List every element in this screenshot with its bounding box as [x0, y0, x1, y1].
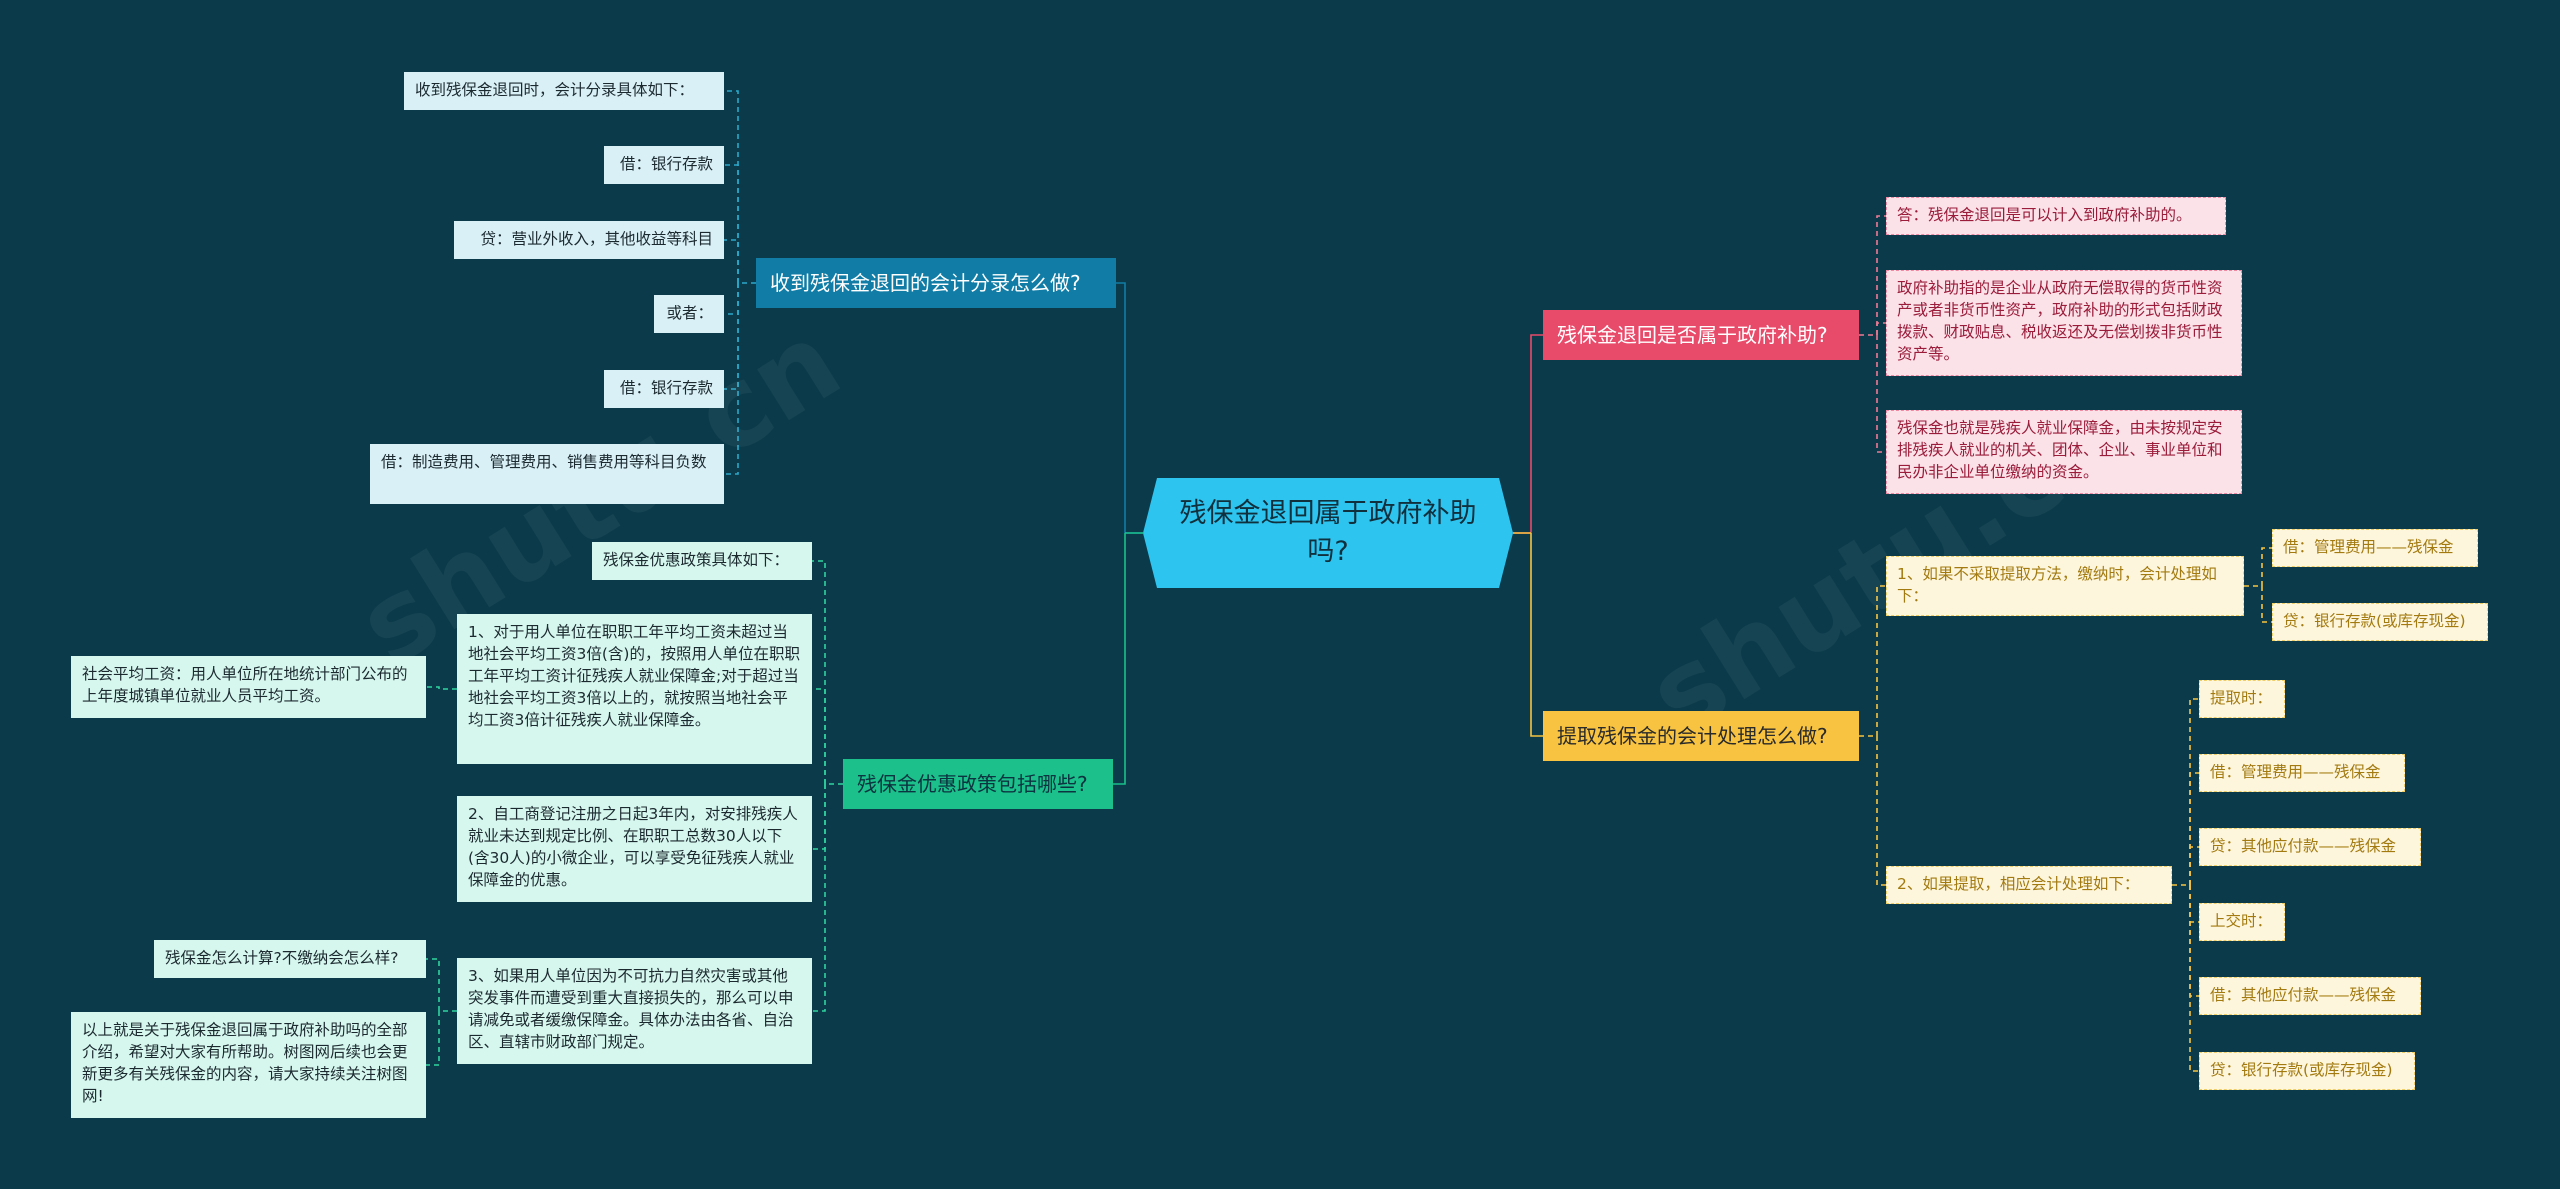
leaf-credit-income[interactable]: 贷：营业外收入，其他收益等科目 [454, 221, 724, 259]
leaf-m1-debit[interactable]: 借：管理费用——残保金 [2272, 529, 2478, 567]
leaf-policy-2[interactable]: 2、自工商登记注册之日起3年内，对安排残疾人就业未达到规定比例、在职职工总数30… [457, 796, 812, 902]
branch-accounting-entry[interactable]: 收到残保金退回的会计分录怎么做? [756, 258, 1116, 308]
policy3-links [426, 1011, 440, 1066]
root-link-left-2 [1113, 533, 1126, 785]
leaf-m2-credit-bank[interactable]: 贷：银行存款(或库存现金) [2199, 1052, 2415, 1090]
leaf-m2-accrue-when[interactable]: 提取时： [2199, 680, 2285, 718]
leaf-policy-3[interactable]: 3、如果用人单位因为不可抗力自然灾害或其他突发事件而遭受到重大直接损失的，那么可… [457, 958, 812, 1064]
branch-government-subsidy[interactable]: 残保金退回是否属于政府补助? [1543, 310, 1859, 360]
leaf-entry-intro[interactable]: 收到残保金退回时，会计分录具体如下： [404, 72, 724, 110]
leaf-method-no-accrual[interactable]: 1、如果不采取提取方法，缴纳时，会计处理如下： [1886, 556, 2244, 616]
leaf-debit-bank[interactable]: 借：银行存款 [604, 146, 724, 184]
policy-links [812, 688, 826, 784]
root-link-right-2 [1530, 533, 1543, 737]
branch-preferential-policy[interactable]: 残保金优惠政策包括哪些? [843, 759, 1113, 809]
root-link-left-1 [1116, 282, 1126, 533]
method2-links [2189, 885, 2199, 923]
branch-label: 残保金优惠政策包括哪些? [857, 771, 1088, 796]
policy-links [812, 560, 826, 784]
method2-links [2189, 885, 2199, 1072]
treatment-links [1876, 585, 1886, 736]
leaf-debit-bank-2[interactable]: 借：银行存款 [604, 370, 724, 408]
leaf-m2-debit[interactable]: 借：管理费用——残保金 [2199, 754, 2405, 792]
policy3-links [426, 958, 440, 1011]
leaf-subsidy-answer[interactable]: 答：残保金退回是可以计入到政府补助的。 [1886, 197, 2226, 235]
leaf-or[interactable]: 或者： [654, 295, 724, 333]
method2-links [2189, 846, 2199, 885]
leaf-debit-expenses[interactable]: 借：制造费用、管理费用、销售费用等科目负数 [370, 444, 724, 504]
branch-label: 提取残保金的会计处理怎么做? [1557, 723, 1828, 748]
policy-links [812, 784, 826, 850]
subsidy-links [1876, 335, 1886, 453]
leaf-m2-credit[interactable]: 贷：其他应付款——残保金 [2199, 828, 2421, 866]
subsidy-links [1876, 215, 1886, 335]
root-link-right-1 [1530, 334, 1543, 533]
leaf-policy-intro[interactable]: 残保金优惠政策具体如下： [592, 542, 812, 580]
leaf-subsidy-definition[interactable]: 政府补助指的是企业从政府无偿取得的货币性资产或者非货币性资产，政府补助的形式包括… [1886, 270, 2242, 376]
entry-links [724, 283, 739, 390]
entry-links [724, 164, 739, 283]
method1-links [2261, 586, 2272, 623]
entry-links [724, 239, 739, 283]
branch-label: 残保金退回是否属于政府补助? [1557, 322, 1828, 347]
entry-links [724, 283, 739, 315]
method2-links [2189, 772, 2199, 885]
leaf-levy-definition[interactable]: 残保金也就是残疾人就业保障金，由未按规定安排残疾人就业的机关、团体、企业、事业单… [1886, 410, 2242, 494]
treatment-links [1876, 736, 1886, 886]
leaf-m1-credit[interactable]: 贷：银行存款(或库存现金) [2272, 603, 2488, 641]
leaf-m2-debit-payable[interactable]: 借：其他应付款——残保金 [2199, 977, 2421, 1015]
method2-links [2189, 698, 2199, 885]
leaf-policy-1[interactable]: 1、对于用人单位在职职工年平均工资未超过当地社会平均工资3倍(含)的，按照用人单… [457, 614, 812, 764]
method2-links [2189, 885, 2199, 997]
leaf-m2-pay-when[interactable]: 上交时： [2199, 903, 2285, 941]
policy1-link [426, 686, 440, 689]
root-topic[interactable]: 残保金退回属于政府补助吗? [1143, 478, 1513, 588]
branch-label: 收到残保金退回的会计分录怎么做? [770, 270, 1081, 295]
entry-links [724, 90, 739, 283]
leaf-summary[interactable]: 以上就是关于残保金退回属于政府补助吗的全部介绍，希望对大家有所帮助。树图网后续也… [71, 1012, 426, 1118]
entry-links [724, 283, 739, 475]
subsidy-links [1876, 322, 1886, 335]
branch-accounting-treatment[interactable]: 提取残保金的会计处理怎么做? [1543, 711, 1859, 761]
leaf-average-wage-note[interactable]: 社会平均工资：用人单位所在地统计部门公布的上年度城镇单位就业人员平均工资。 [71, 656, 426, 718]
policy-links [812, 784, 826, 1012]
method1-links [2261, 547, 2272, 586]
root-topic-label: 残保金退回属于政府补助吗? [1179, 497, 1477, 567]
leaf-method-accrual[interactable]: 2、如果提取，相应会计处理如下： [1886, 866, 2172, 904]
leaf-related-question[interactable]: 残保金怎么计算?不缴纳会怎么样? [154, 940, 426, 978]
